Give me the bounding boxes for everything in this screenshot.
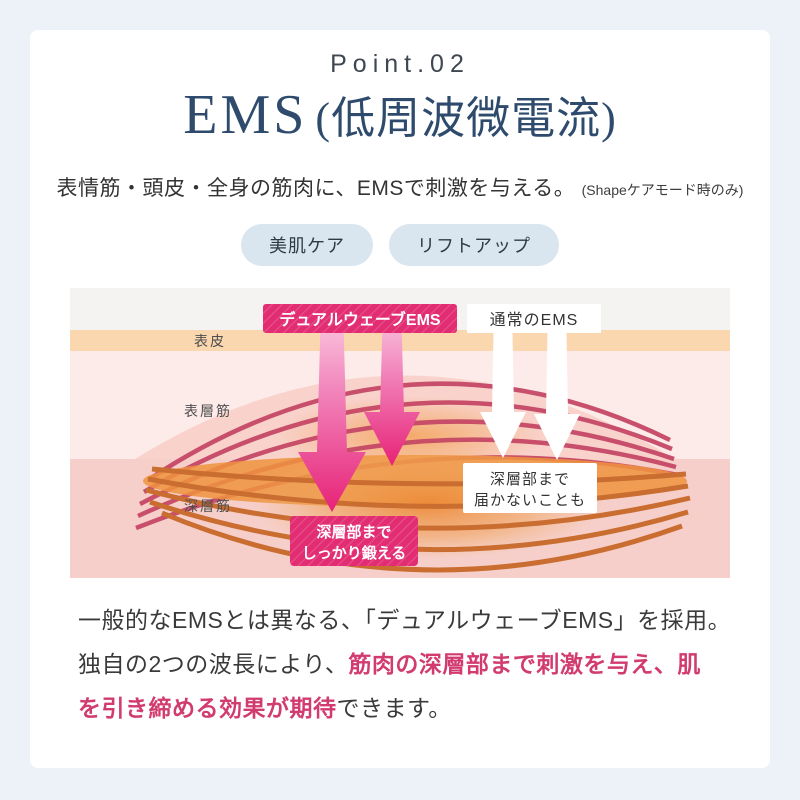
title-paren: (低周波微電流): [315, 94, 617, 143]
deep-muscle-label: 深層筋: [184, 498, 232, 514]
dual-wave-arrow-short: [364, 306, 420, 466]
normal-result-line1: 深層部まで: [490, 471, 570, 488]
deep-muscle-fibers: [145, 466, 691, 573]
surface-muscle-label: 表層筋: [184, 403, 232, 419]
normal-result-box: 深層部まで 届かないことも: [463, 463, 597, 513]
dual-result-box: 深層部まで しっかり鍛える: [290, 516, 418, 566]
dual-wave-label: デュアルウェーブEMS: [279, 310, 441, 329]
content-card: Point.02 EMS (低周波微電流) 表情筋・頭皮・全身の筋肉に、EMSで…: [30, 30, 770, 768]
badge-row: 美肌ケア リフトアップ: [30, 224, 770, 266]
description-line-1: 一般的なEMSとは異なる、「デュアルウェーブEMS」を採用。: [78, 607, 732, 633]
point-label: Point.02: [330, 50, 470, 78]
subtitle: 表情筋・頭皮・全身の筋肉に、EMSで刺激を与える。 (Shapeケアモード時のみ…: [30, 172, 770, 202]
highlight-text: を引き締める効果が期待: [78, 695, 337, 721]
description-line-3: を引き締める効果が期待できます。: [78, 695, 452, 721]
normal-ems-arrow-right: [534, 306, 580, 460]
description-line-2: 独自の2つの波長により、筋肉の深層部まで刺激を与え、肌: [78, 651, 701, 677]
subtitle-text: 表情筋・頭皮・全身の筋肉に、EMSで刺激を与える。: [56, 177, 576, 200]
description-paragraph: 一般的なEMSとは異なる、「デュアルウェーブEMS」を採用。 独自の2つの波長に…: [78, 598, 758, 730]
dual-wave-label-box: デュアルウェーブEMS: [263, 304, 457, 333]
page-title: EMS (低周波微電流): [30, 82, 770, 147]
badge-skin-care: 美肌ケア: [241, 224, 373, 266]
dual-result-line1: 深層部まで: [316, 523, 391, 541]
badge-lift-up: リフトアップ: [389, 224, 559, 266]
subtitle-note: (Shapeケアモード時のみ): [581, 182, 744, 198]
normal-ems-label-box: 通常のEMS: [467, 304, 601, 333]
dual-result-line2: しっかり鍛える: [302, 544, 407, 562]
normal-result-line2: 届かないことも: [474, 492, 586, 509]
epidermis-label: 表皮: [194, 333, 226, 349]
title-main: EMS: [183, 84, 308, 146]
ems-comparison-diagram: デュアルウェーブEMS 通常のEMS 表皮 表層筋 深層筋 深層部まで 届かない…: [70, 288, 730, 578]
dual-wave-arrow-long: [298, 306, 366, 512]
highlight-text: 筋肉の深層部まで刺激を与え、肌: [348, 651, 701, 677]
normal-ems-arrow-left: [480, 306, 526, 458]
normal-ems-label: 通常のEMS: [490, 311, 579, 329]
